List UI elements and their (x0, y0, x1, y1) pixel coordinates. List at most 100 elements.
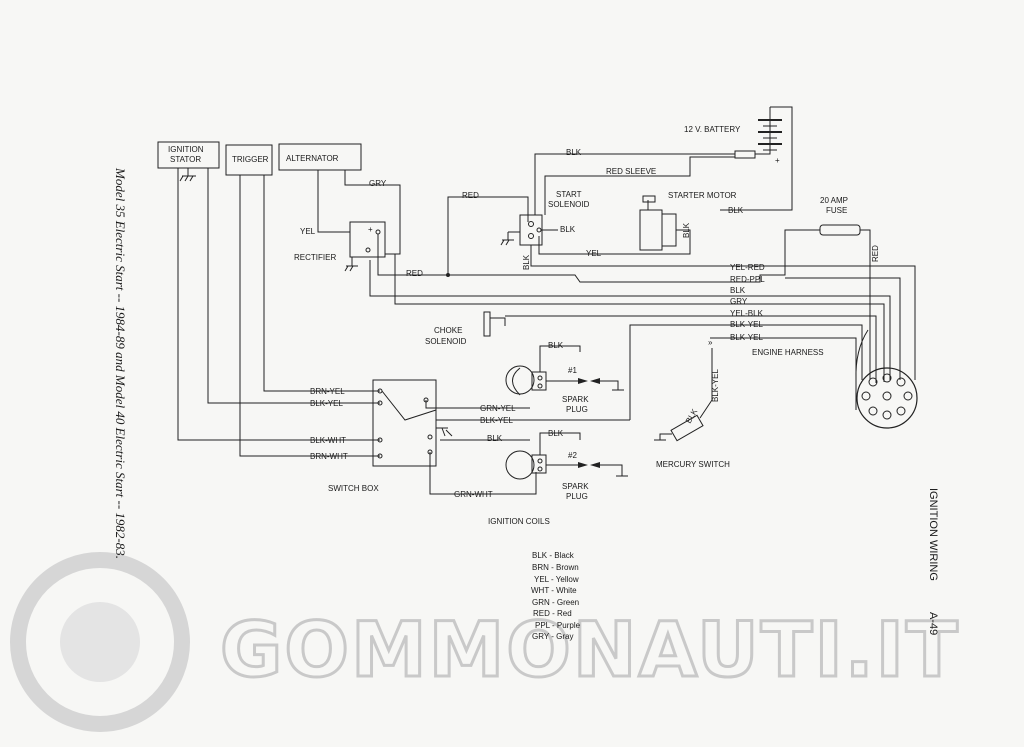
wire-label-yel-rect: YEL (300, 227, 316, 236)
ignition-coil-2-icon (505, 450, 547, 480)
wire-grn-wht (429, 452, 537, 495)
wire-brn-yel (263, 175, 380, 392)
legend-item: GRN - Green (532, 598, 579, 607)
ignition-coils-label: IGNITION COILS (488, 517, 550, 526)
wire-label-brn-wht: BRN-WHT (310, 452, 348, 461)
legend-item: GRY - Gray (532, 632, 574, 641)
battery-icon (720, 106, 793, 211)
page-title: IGNITION WIRING (927, 488, 939, 581)
start-solenoid-label-1: START (556, 190, 582, 199)
starter-motor-end (661, 213, 677, 247)
wire-harness-red-ppl (785, 277, 901, 380)
choke-solenoid-icon (483, 311, 491, 337)
wire-label-red-fuse: RED (871, 245, 880, 262)
wire-label-blk-coil2: BLK (548, 429, 564, 438)
ignition-stator-label-1: IGNITION (168, 145, 204, 154)
rectifier-box (349, 221, 386, 258)
fuse-icon (819, 224, 861, 236)
wire-blk-coil1 (539, 345, 565, 372)
wire-choke (490, 317, 506, 326)
wire-yel-red-harness (530, 245, 780, 267)
choke-solenoid-label-2: SOLENOID (425, 337, 467, 346)
wire-harness-loop (855, 329, 869, 381)
wire-grn-yel (425, 400, 530, 409)
starter-motor-label: STARTER MOTOR (668, 191, 737, 200)
wire-label-h-blk-yel-1: BLK-YEL (730, 320, 763, 329)
spark-plug-1-num: #1 (568, 366, 577, 375)
spark-plug-2-label-2: PLUG (566, 492, 588, 501)
trigger-label: TRIGGER (232, 155, 269, 164)
legend-item: YEL - Yellow (534, 575, 579, 584)
wire-red-solenoid (447, 196, 529, 275)
wire-label-blk-sol-right: BLK (560, 225, 576, 234)
wire-blk-yel-switchbox (207, 168, 380, 404)
wire-label-blk-yel-coil: BLK-YEL (480, 416, 513, 425)
watermark-logo-icon (10, 552, 190, 732)
choke-solenoid-label-1: CHOKE (434, 326, 462, 335)
switch-box (372, 379, 437, 467)
wire-label-blk-sol-vertical: BLK (522, 254, 531, 270)
battery-label: 12 V. BATTERY (684, 125, 741, 134)
wire-label-yel-sol: YEL (586, 249, 602, 258)
switch-box-label: SWITCH BOX (328, 484, 379, 493)
color-legend: BLK - Black BRN - Brown YEL - Yellow WHT… (531, 551, 581, 641)
wire-label-red-rect: RED (406, 269, 423, 278)
spark-plug-2-label-1: SPARK (562, 482, 589, 491)
switchbox-ground-icon (436, 427, 453, 437)
wire-merc-blk-yel (699, 348, 713, 419)
wire-label-blk-starter-vertical: BLK (682, 222, 691, 238)
legend-item: BRN - Brown (532, 563, 579, 572)
mercury-switch-label: MERCURY SWITCH (656, 460, 730, 469)
wire-label-merc-blk-yel: BLK-YEL (711, 369, 720, 402)
battery-plus-sign: + (775, 156, 780, 165)
wire-label-red-solenoid: RED (462, 191, 479, 200)
fuse-label-2: FUSE (826, 206, 847, 215)
mercury-switch-icon (654, 414, 704, 442)
ignition-stator-label-2: STATOR (170, 155, 201, 164)
engine-harness-label: ENGINE HARNESS (752, 348, 824, 357)
watermark-text: GOMMONAUTI.IT (220, 605, 960, 694)
alternator-box (278, 143, 362, 171)
wire-red-sleeve (544, 156, 735, 215)
wire-label-gry-top: GRY (369, 179, 387, 188)
wire-harness-blk (369, 260, 891, 380)
wire-label-grn-yel: GRN-YEL (480, 404, 516, 413)
red-sleeve-connector (734, 150, 756, 159)
spark-plug-1-label-1: SPARK (562, 395, 589, 404)
wire-label-h-gry: GRY (730, 297, 748, 306)
rectifier-plus: + (368, 225, 373, 234)
rectifier-ground-icon (344, 257, 358, 272)
wire-harness-gry (394, 254, 885, 382)
wire-label-blk-wht: BLK-WHT (310, 436, 346, 445)
ground-icon (179, 168, 196, 182)
page-number: A-49 (927, 612, 939, 635)
watermark-logo-center (60, 602, 140, 682)
wire-label-blk-battery: BLK (566, 148, 582, 157)
wire-label-brn-yel: BRN-YEL (310, 387, 345, 396)
wire-harness-blk-yel-1 (629, 324, 863, 420)
legend-item: PPL - Purple (535, 621, 581, 630)
wire-blk-wht (177, 168, 380, 441)
wire-harness-yel-blk (505, 315, 877, 383)
wire-battery-pos (755, 128, 771, 155)
wire-label-h-blk: BLK (730, 286, 746, 295)
wire-harness-blk-yel-2 (710, 337, 857, 410)
solenoid-ground-icon (500, 231, 520, 246)
legend-item: BLK - Black (532, 551, 575, 560)
spark-plug-2-num: #2 (568, 451, 577, 460)
wire-yel-sol (538, 236, 580, 255)
starter-motor-box (639, 209, 663, 251)
switch-box-internal (381, 390, 437, 421)
side-title: Model 35 Electric Start -- 1984-89 and M… (113, 167, 128, 559)
spark-plug-1-icon (546, 378, 624, 391)
wire-starter-link (542, 229, 691, 255)
wire-label-h-yel-blk: YEL-BLK (730, 309, 764, 318)
wire-blk-battery (534, 153, 735, 215)
wire-label-blk-coil1: BLK (548, 341, 564, 350)
fuse-label-1: 20 AMP (820, 196, 848, 205)
wire-label-h-blk-yel-2: BLK-YEL (730, 333, 763, 342)
harness-connector-icon (856, 367, 918, 429)
trigger-box (225, 144, 273, 176)
wire-label-blk-yel-sb: BLK-YEL (310, 399, 343, 408)
